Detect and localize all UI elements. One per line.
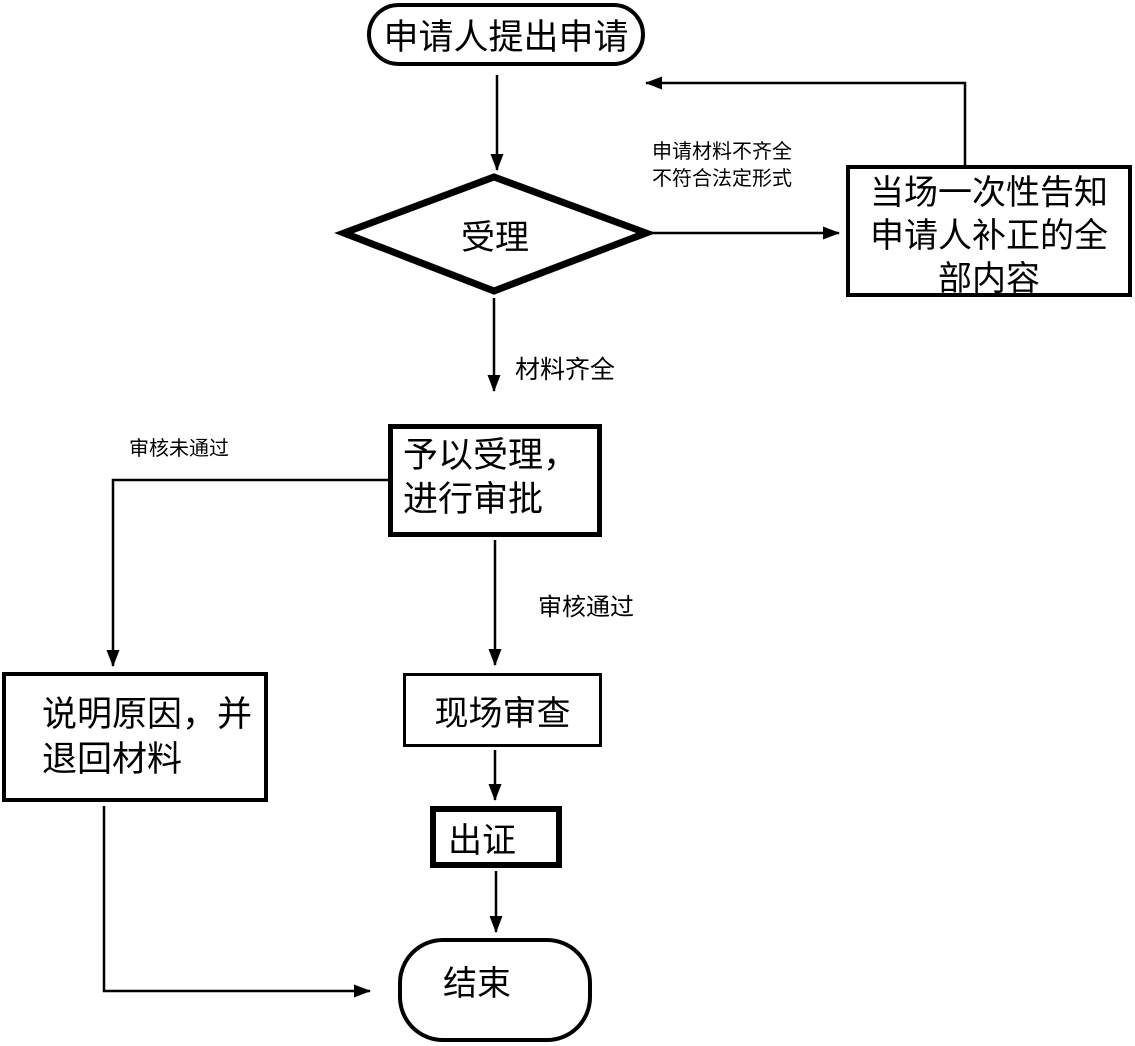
node-end-terminator: 结束 (398, 938, 592, 1042)
node-accept-line: 进行审批 (403, 480, 544, 519)
edge-label-audit-passed: 审核通过 (538, 595, 634, 621)
node-onsite-review: 现场审查 (403, 673, 602, 747)
edge-reject-to-end (102, 806, 371, 998)
node-review-label: 现场审查 (434, 695, 571, 733)
node-reject-return: 说明原因，并 退回材料 (2, 672, 268, 802)
node-start-terminator: 申请人提出申请 (367, 3, 645, 66)
node-decision-label: 受理 (461, 219, 529, 257)
node-issue-certificate: 出证 (430, 806, 562, 868)
edge-label-line: 不符合法定形式 (652, 168, 792, 190)
edge-notify-to-start (645, 76, 967, 165)
edge-label-audit-failed: 审核未通过 (129, 438, 229, 460)
node-decision: 受理 (344, 177, 646, 291)
node-notify-line: 当场一次性告知 (870, 175, 1108, 212)
node-notify-correction: 当场一次性告知 申请人补正的全 部内容 (846, 165, 1132, 298)
node-accept-approval: 予以受理， 进行审批 (388, 424, 602, 537)
node-accept-line: 予以受理， (403, 436, 579, 475)
node-end-label: 结束 (443, 966, 511, 1003)
edge-label-materials-complete: 材料齐全 (515, 357, 616, 384)
node-reject-line: 退回材料 (42, 740, 183, 779)
node-notify-line: 部内容 (938, 261, 1040, 298)
decision-diamond-shape (334, 173, 656, 295)
node-notify-line: 申请人补正的全 (870, 218, 1108, 255)
edge-accept-to-reject (106, 478, 388, 667)
edge-label-line: 申请材料不齐全 (652, 141, 792, 163)
node-certificate-label: 出证 (448, 822, 516, 860)
edge-label-materials-incomplete: 申请材料不齐全 不符合法定形式 (652, 139, 792, 193)
node-start-label: 申请人提出申请 (383, 18, 629, 57)
node-reject-line: 说明原因，并 (42, 695, 253, 734)
